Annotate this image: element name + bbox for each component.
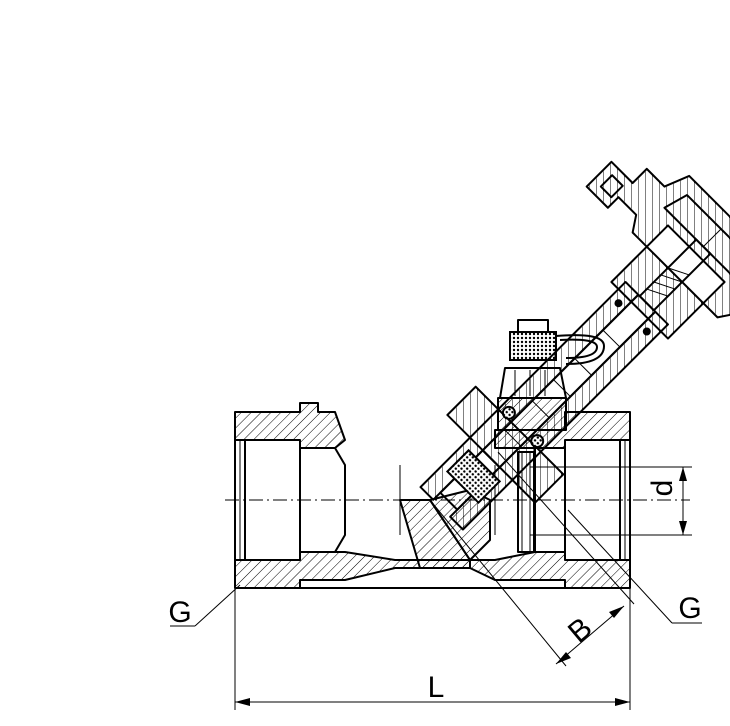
body-wall-top-left [234,402,346,449]
l-arrow-left [235,698,250,706]
handwheel-hub-line [702,228,722,248]
b-arrow-1 [556,652,571,664]
bonnet-assembly [419,160,730,531]
port-cap [509,331,557,361]
b-label: B [562,611,599,649]
d-arrow-top [679,467,687,481]
o-ring-1 [501,405,516,420]
b-ext-2 [497,451,635,605]
g-right-label: G [678,592,701,625]
handwheel [585,160,730,365]
b-arrow-2 [609,606,624,618]
thread-lines [239,440,626,560]
g-right-leader [567,509,673,624]
g-left-leader [194,584,241,627]
spindle-thread [646,267,690,297]
o-ring-2 [530,434,545,449]
disc-seal [445,448,502,505]
d-label: d [646,480,679,497]
bonnet-flange [446,385,565,504]
o-ring-4 [642,327,651,336]
l-label: L [428,671,445,704]
stem-divisions [503,329,621,447]
l-arrow-right [615,698,630,706]
handwheel-window-1 [599,174,624,199]
d-arrow-bottom [679,521,687,535]
handwheel-hub [663,194,730,287]
b-ext-1 [429,499,567,667]
g-left-label: G [168,596,191,629]
port-cap-top [517,319,549,333]
o-ring-3 [614,299,623,308]
